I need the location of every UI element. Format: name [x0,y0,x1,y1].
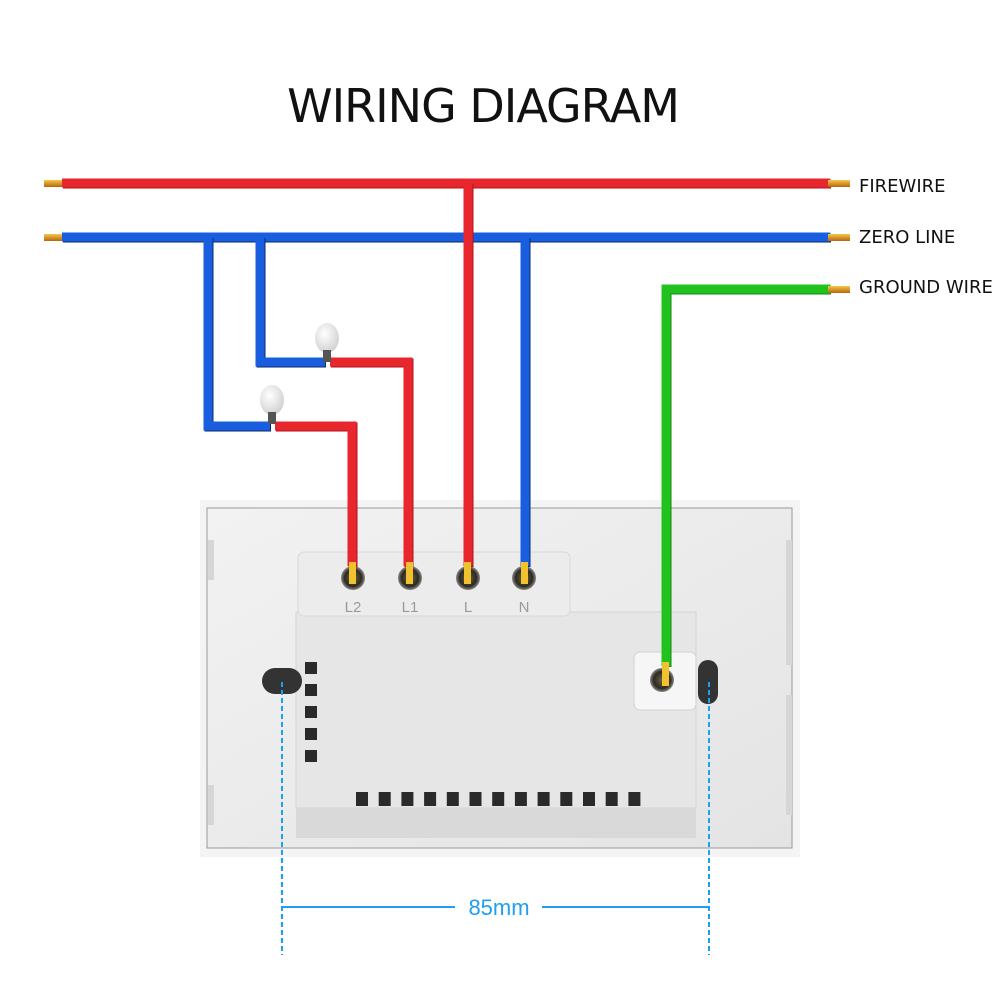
vent-slot [605,792,618,806]
terminal-label: L2 [345,599,362,616]
legend-zero-line: ZERO LINE [859,227,955,248]
wire-core-n [521,562,528,584]
legend-ground-wire: GROUND WIRE [859,277,993,298]
housing [295,611,697,809]
vent-slot [560,792,573,806]
side-clip [208,540,214,580]
copper-ends [44,180,850,686]
light-bulb-icon [260,385,284,424]
wire-end-right-fire [828,180,850,187]
ground-wire [661,284,830,666]
wires [62,178,830,666]
side-clip [786,540,792,665]
wire-end-left-fire [44,180,62,187]
vent-slot [378,792,391,806]
housing-base [296,808,696,838]
vent-slot [424,792,437,806]
legend-firewire: FIREWIRE [859,176,946,197]
wire-core-l [464,562,471,584]
dimension-85mm: 85mm [281,682,710,955]
page-title: WIRING DIAGRAM [287,79,679,133]
terminal-label: L [464,599,472,616]
terminal-block [297,551,571,617]
wire-end-left-zero [44,234,62,241]
terminal-label: L1 [402,599,419,616]
wire-core-l1 [406,562,413,584]
zero-line-branch-bulb-1 [255,237,325,367]
bulb-2-to-l2 [275,421,357,566]
wire-end-right-ground [828,286,850,293]
wire-end-right-zero [828,234,850,241]
mounting-hole-left [262,668,302,694]
wire-core-ground [662,662,669,686]
legend: FIREWIRE ZERO LINE GROUND WIRE [859,176,993,298]
vent-slots-left [305,662,317,762]
vent-slot [514,792,527,806]
vent-slot [446,792,459,806]
side-clip [208,785,214,825]
terminal-label: N [519,599,530,616]
vent-slots-bottom [356,792,641,806]
bulb-1-to-l1 [330,357,413,566]
vent-slot [537,792,550,806]
wire-core-l2 [349,562,356,584]
zero-line-branch-bulb-2 [203,237,270,431]
vent-slot [492,792,505,806]
dimension-label: 85mm [468,895,529,920]
vent-slot [628,792,641,806]
vent-slot [469,792,482,806]
light-bulb-icon [315,323,339,362]
vent-slot [356,792,368,806]
side-clip [786,695,792,815]
switch-panel [200,500,800,857]
vent-slot [401,792,414,806]
vent-slot [583,792,595,806]
